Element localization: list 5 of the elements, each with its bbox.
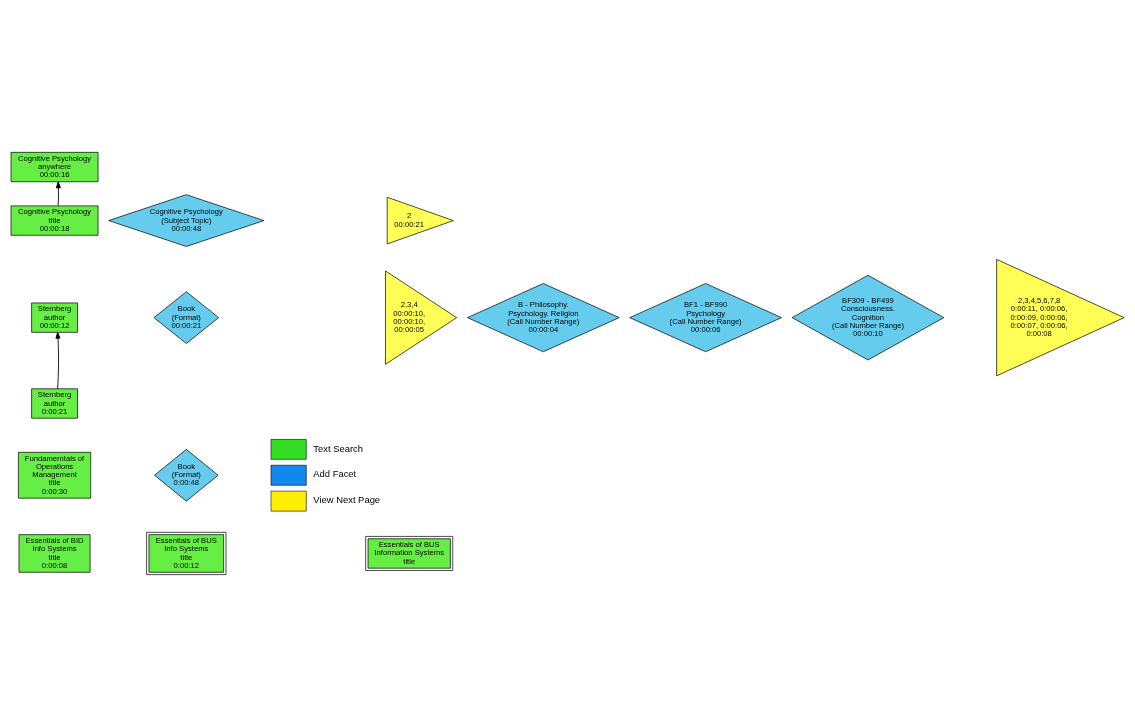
legend-label: Add Facet bbox=[313, 467, 357, 479]
legend-label: Text Search bbox=[313, 442, 364, 454]
legend-label: View Next Page bbox=[313, 493, 381, 505]
arrow bbox=[55, 331, 61, 389]
arrow bbox=[55, 181, 61, 206]
